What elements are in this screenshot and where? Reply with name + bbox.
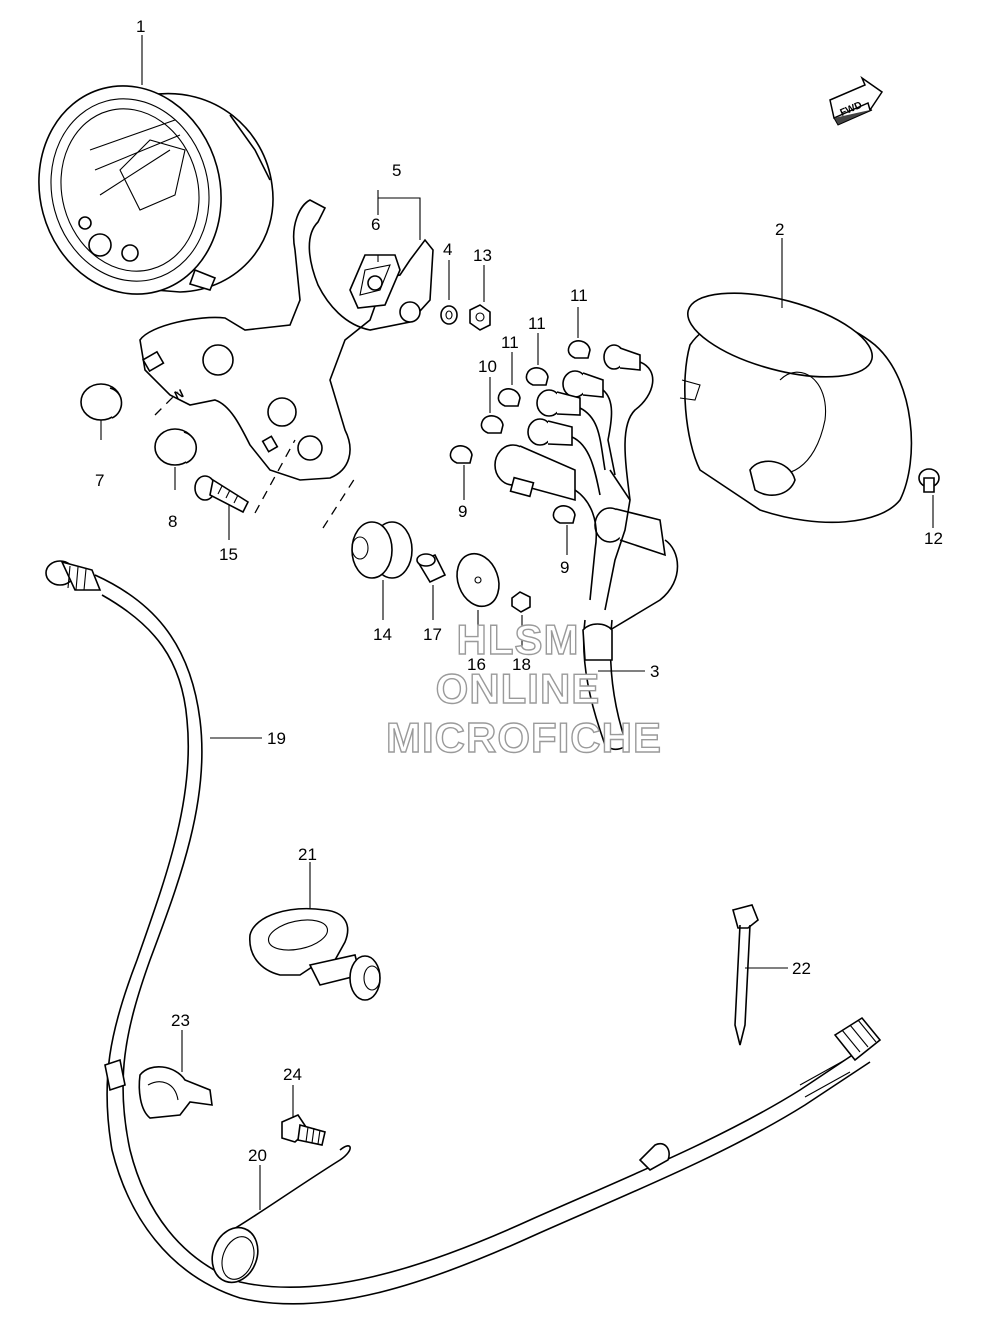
cushion-6 [349, 254, 401, 309]
callout-9a: 9 [458, 502, 467, 521]
nut-13 [469, 304, 491, 331]
leader-lines [100, 35, 934, 1210]
meter-case [679, 292, 913, 524]
callout-11a: 11 [570, 286, 588, 305]
callout-5: 5 [392, 161, 401, 180]
cap-8 [154, 428, 198, 466]
callout-22: 22 [792, 959, 811, 978]
grommet-14 [351, 521, 413, 579]
callout-14: 14 [373, 625, 392, 644]
callout-13: 13 [473, 246, 492, 265]
callout-18: 18 [512, 655, 531, 674]
bolt-12 [918, 468, 940, 493]
washer-4 [440, 305, 458, 325]
collar-17 [416, 553, 447, 584]
callout-1: 1 [136, 17, 145, 36]
callout-11b: 11 [528, 314, 546, 333]
meter-bracket: N [139, 199, 434, 481]
watermark-line-1: HLSM [457, 616, 580, 663]
cap-7 [80, 383, 123, 421]
callout-9b: 9 [560, 558, 569, 577]
callout-3: 3 [650, 662, 659, 681]
callout-10: 10 [478, 357, 497, 376]
clamp-20 [211, 1145, 351, 1284]
bulbs [449, 340, 591, 524]
screw-15 [194, 475, 250, 514]
washer-16 [456, 552, 500, 608]
callout-19: 19 [267, 729, 286, 748]
fwd-arrow-icon: FWD [829, 75, 884, 126]
watermark-line-2: ONLINE [436, 665, 601, 712]
watermark: HLSM ONLINE MICROFICHE [385, 615, 662, 761]
callout-6: 6 [371, 215, 380, 234]
callout-20: 20 [248, 1146, 267, 1165]
callout-12: 12 [924, 529, 943, 548]
cable-tie-22 [732, 904, 759, 1046]
callout-8: 8 [168, 512, 177, 531]
callout-17: 17 [423, 625, 442, 644]
nut-18 [511, 591, 531, 613]
watermark-line-3: MICROFICHE [386, 714, 662, 761]
clamp-23 [104, 1058, 213, 1119]
callout-16: 16 [467, 655, 486, 674]
callout-2: 2 [775, 220, 784, 239]
callout-11c: 11 [501, 333, 519, 352]
callout-24: 24 [283, 1065, 302, 1084]
speedometer-cable [45, 560, 882, 1305]
speedometer-gauge [38, 85, 274, 295]
callout-23: 23 [171, 1011, 190, 1030]
bolt-24 [281, 1113, 326, 1146]
grommet-21 [249, 907, 381, 1001]
callout-15: 15 [219, 545, 238, 564]
callout-7: 7 [95, 471, 104, 490]
wiring-harness [494, 344, 679, 751]
callout-labels: 1 2 3 4 5 6 7 8 9 9 10 11 11 11 12 13 14… [95, 17, 943, 1165]
callout-4: 4 [443, 240, 452, 259]
callout-21: 21 [298, 845, 317, 864]
